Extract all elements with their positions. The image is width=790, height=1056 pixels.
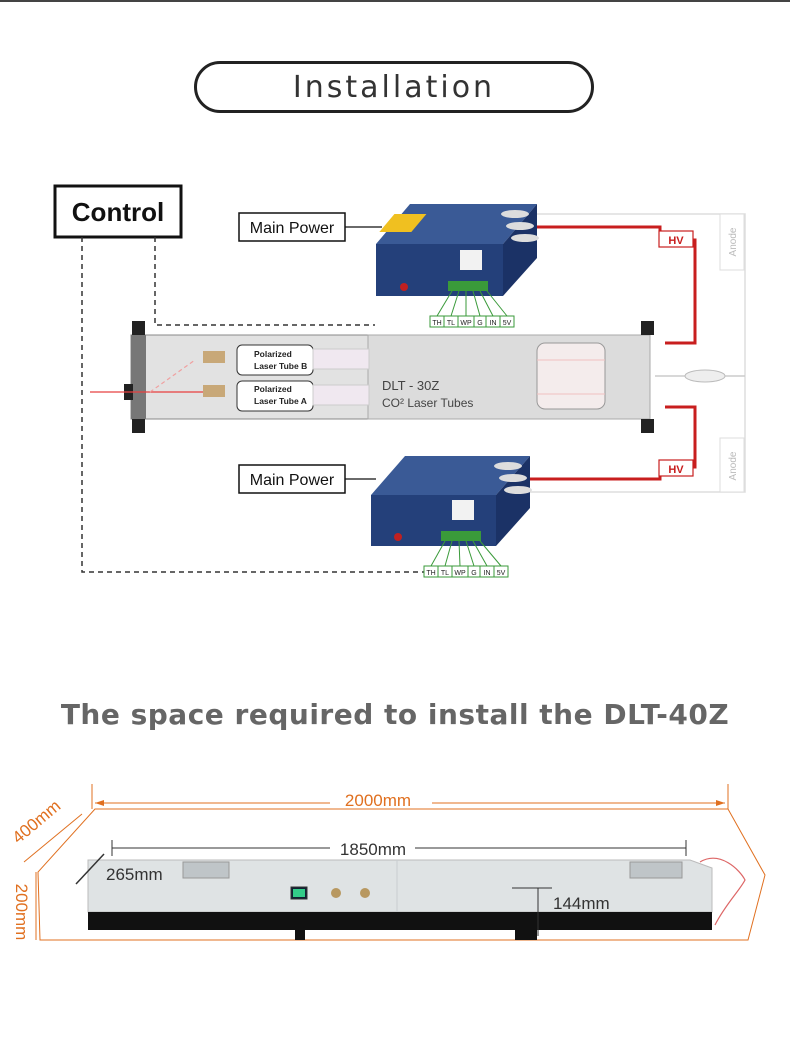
anode-label-top: Anode — [728, 227, 739, 256]
terminal-label: G — [477, 320, 482, 327]
anode-label-bottom: Anode — [728, 451, 739, 480]
top-rule — [0, 0, 790, 2]
hv-label-bottom: HV — [668, 464, 684, 476]
dim-2000: 2000mm — [345, 791, 411, 810]
terminal-wire — [465, 540, 475, 567]
section-title: Installation — [194, 61, 594, 113]
terminal-label: WP — [454, 570, 466, 577]
terminal-strip-bottom: TH TL WP G IN 5V — [423, 540, 509, 578]
tube-a-label-2: Laser Tube A — [254, 396, 307, 406]
dim-1850: 1850mm — [340, 840, 406, 859]
terminal-wire — [479, 290, 494, 317]
control-label: Control — [72, 197, 164, 227]
terminal-box — [499, 315, 515, 328]
terminal-wire — [486, 290, 508, 317]
terminal-wire — [444, 540, 453, 567]
terminal-label: 5V — [503, 320, 512, 327]
dim-265: 265mm — [106, 865, 163, 884]
terminal-label: IN — [490, 320, 497, 327]
tube-b-label-1: Polarized — [254, 349, 292, 359]
tube-a-label-1: Polarized — [254, 384, 292, 394]
power-supply-bottom — [371, 456, 532, 546]
dimension-outline — [23, 784, 766, 941]
terminal-label: 5V — [497, 570, 506, 577]
main-power-top: Main Power — [238, 212, 346, 242]
control-wire-bottom — [81, 237, 425, 573]
space-heading: The space required to install the DLT-40… — [60, 698, 730, 731]
terminal-wire — [472, 290, 481, 317]
terminal-label: TL — [441, 570, 449, 577]
dlt-40z-unit — [87, 857, 746, 940]
terminal-wire — [436, 290, 453, 317]
terminal-label: TH — [426, 570, 435, 577]
model-label: DLT - 30Z — [382, 378, 439, 393]
terminal-wire — [458, 540, 461, 567]
dim-200: 200mm — [12, 884, 31, 941]
terminal-label: IN — [484, 570, 491, 577]
terminal-box — [493, 565, 509, 578]
terminal-wire — [430, 540, 446, 567]
tubes-label: CO² Laser Tubes — [382, 396, 473, 410]
hv-label-top: HV — [668, 235, 684, 247]
laser-tube-housing — [90, 321, 654, 433]
main-power-bottom-label: Main Power — [250, 472, 335, 489]
terminal-label: TH — [432, 320, 441, 327]
terminal-label: TL — [447, 320, 455, 327]
power-supply-top — [376, 204, 539, 296]
terminal-label: G — [471, 570, 476, 577]
terminal-wire — [450, 290, 460, 317]
tube-b-label-2: Laser Tube B — [254, 361, 307, 371]
dim-144: 144mm — [553, 894, 610, 913]
terminal-wire — [479, 540, 502, 567]
main-power-top-label: Main Power — [250, 220, 335, 237]
control-wire-top — [154, 237, 375, 326]
control-box: Control — [53, 184, 183, 239]
terminal-wire — [472, 540, 488, 567]
terminal-strip-top: TH TL WP G IN 5V — [429, 290, 515, 328]
terminal-label: WP — [460, 320, 472, 327]
dim-400: 400mm — [9, 796, 65, 847]
main-power-bottom: Main Power — [238, 464, 346, 494]
